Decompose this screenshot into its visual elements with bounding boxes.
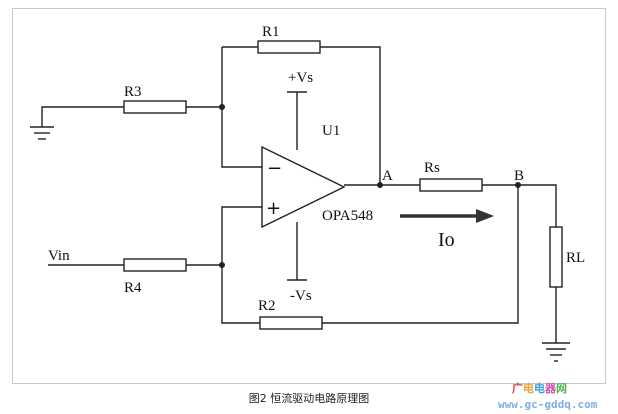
label-node-b: B — [514, 168, 524, 184]
label-io: Io — [438, 229, 455, 251]
label-noninverting-input: + — [266, 198, 281, 219]
label-vminus: -Vs — [290, 288, 312, 304]
current-arrow-icon — [400, 209, 494, 223]
watermark-char: 电 — [534, 381, 545, 395]
wire-r2-noninverting — [221, 206, 262, 324]
watermark-logo: 广 电 电 器 网 www.gc-gddq.com — [498, 381, 598, 411]
wire-b-r2 — [322, 185, 519, 324]
label-vin: Vin — [48, 248, 70, 264]
diagram-frame — [12, 8, 606, 384]
wire-r1-output — [320, 46, 381, 185]
ground-symbol-left — [30, 126, 54, 140]
junction-dot-b — [515, 182, 521, 188]
opamp-u1 — [261, 145, 346, 229]
watermark-char: 器 — [544, 382, 557, 395]
label-r4: R4 — [124, 280, 142, 296]
resistor-r2 — [259, 316, 323, 330]
resistor-rl — [549, 226, 563, 288]
label-rs: Rs — [424, 160, 440, 176]
resistor-r3 — [123, 100, 187, 114]
resistor-r1 — [257, 40, 321, 54]
watermark-url: www.gc-gddq.com — [498, 398, 598, 411]
label-node-a: A — [382, 168, 393, 184]
ground-symbol-right — [542, 342, 570, 362]
wire-node-inverting — [221, 47, 262, 168]
label-rl: RL — [566, 250, 585, 266]
figure-caption: 图2 恒流驱动电路原理图 — [249, 391, 370, 405]
watermark-char: 广 — [512, 381, 523, 395]
resistor-rs — [419, 178, 483, 192]
junction-dot — [219, 104, 225, 110]
junction-dot-a — [377, 182, 383, 188]
label-r2: R2 — [258, 298, 276, 314]
label-vplus: +Vs — [288, 70, 313, 86]
label-u1: U1 — [322, 123, 340, 139]
label-r3: R3 — [124, 84, 142, 100]
label-r1: R1 — [262, 24, 280, 40]
wires — [41, 46, 557, 343]
wire-rs-rl — [482, 184, 557, 227]
wire-gnd-r3 — [41, 106, 124, 127]
watermark-char: 网 — [556, 382, 567, 395]
watermark-char: 电 — [523, 381, 534, 395]
junction-dot — [219, 262, 225, 268]
label-opamp-model: OPA548 — [322, 208, 373, 224]
resistor-r4 — [123, 258, 187, 272]
label-inverting-input: − — [267, 158, 282, 179]
